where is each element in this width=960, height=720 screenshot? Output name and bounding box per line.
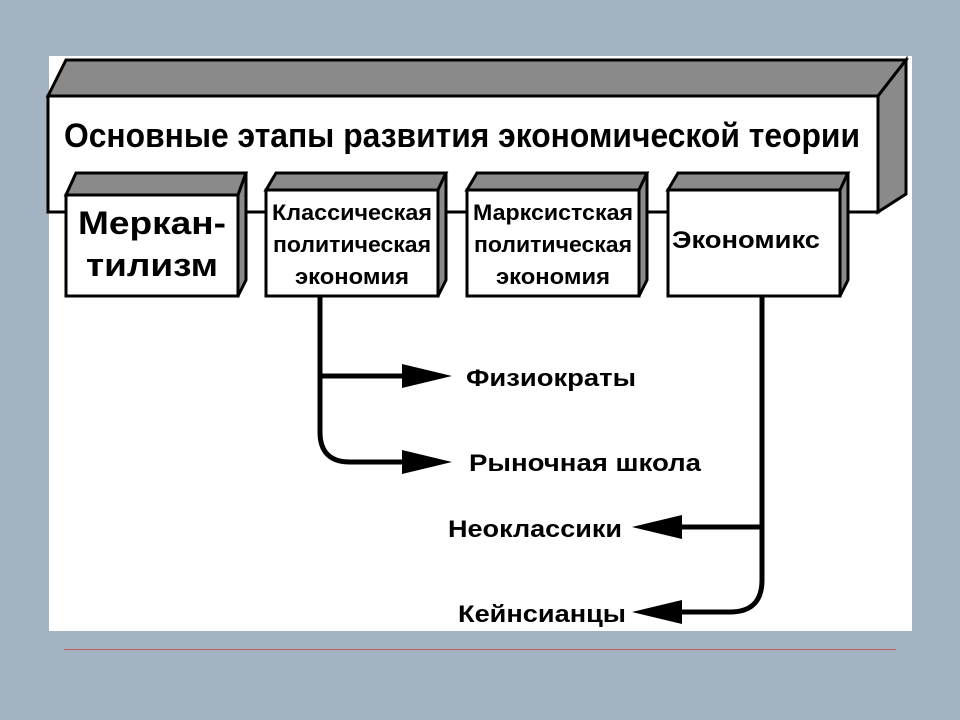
- classical-trunk-line: [317, 296, 410, 465]
- economics-connectors: [675, 296, 765, 615]
- stage-label-line: Марксистская: [473, 200, 633, 225]
- stage-label-line: Меркан-: [78, 205, 226, 241]
- stage-label-line: политическая: [474, 232, 632, 257]
- branch-label-physiocrats: Физиократы: [466, 365, 636, 392]
- stage-box-economics: Экономикс: [665, 171, 851, 298]
- arrow-to-physiocrats: [402, 364, 452, 388]
- footer-divider-line: [64, 649, 896, 650]
- stage-box-front: [465, 188, 641, 298]
- classical-connectors: [317, 296, 410, 465]
- stage-box-top: [665, 171, 851, 192]
- stage-box-front: [666, 188, 842, 298]
- stage-box-top: [263, 171, 449, 192]
- arrow-to-neoclassics: [632, 515, 682, 539]
- stage-box-mercantilism: Меркан- тилизм: [63, 171, 249, 298]
- stage-label-line: экономия: [295, 264, 409, 289]
- branch-label-neoclassics: Неоклассики: [448, 516, 622, 543]
- stage-label-line: тилизм: [86, 247, 218, 283]
- diagram-title: Основные этапы развития экономической те…: [64, 117, 860, 155]
- arrow-to-keynesians: [632, 600, 682, 624]
- stage-box-front: [264, 188, 440, 298]
- stage-label-line: Классическая: [272, 200, 432, 225]
- title-banner-top: [45, 58, 910, 98]
- stage-box-marxist: Марксистская политическая экономия: [464, 171, 650, 298]
- stage-box-front: [64, 193, 240, 298]
- arrow-to-market-school: [402, 450, 452, 474]
- stage-box-top: [464, 171, 650, 192]
- branch-label-market-school: Рыночная школа: [469, 450, 702, 477]
- stage-label-line: экономия: [496, 264, 610, 289]
- stage-label-line: политическая: [273, 232, 431, 257]
- stage-box-classical: Классическая политическая экономия: [263, 171, 449, 298]
- stage-label-line: Экономикс: [672, 227, 820, 254]
- economics-trunk-line: [675, 296, 765, 615]
- branch-label-keynesians: Кейнсианцы: [458, 601, 626, 628]
- stage-box-top: [63, 171, 249, 197]
